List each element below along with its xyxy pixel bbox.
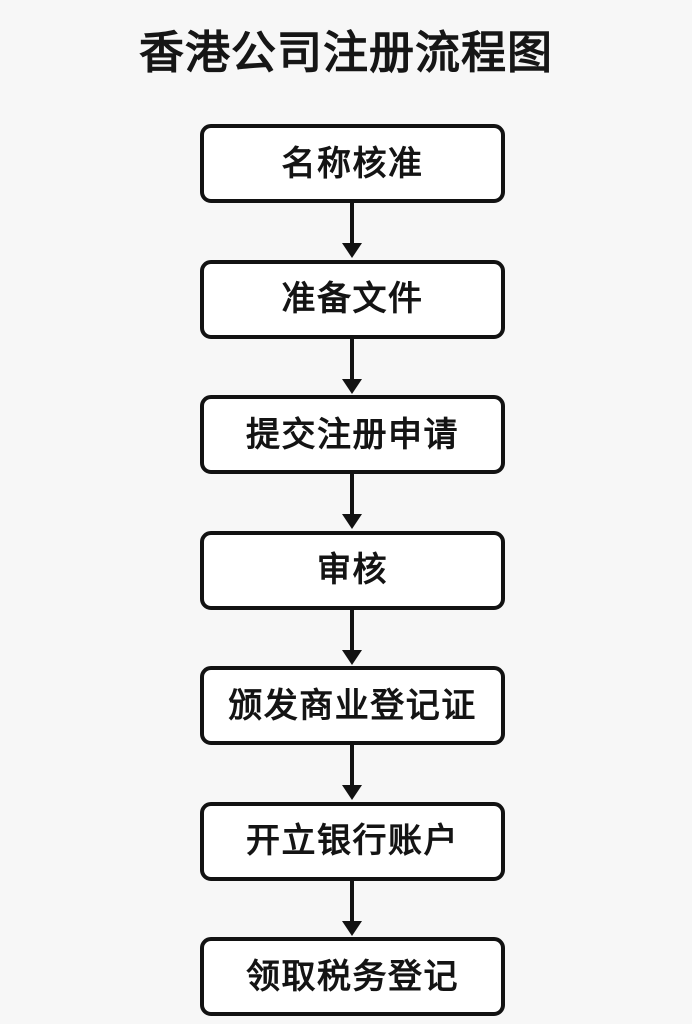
flow-node-label: 审核 bbox=[317, 550, 388, 590]
flow-node-tax-registration[interactable]: 领取税务登记 bbox=[200, 937, 505, 1016]
page-title: 香港公司注册流程图 bbox=[138, 26, 553, 79]
arrow-down-icon bbox=[341, 880, 363, 938]
flow-node-label: 领取税务登记 bbox=[246, 956, 459, 997]
flow-node-label: 开立银行账户 bbox=[246, 821, 459, 861]
flow-step: 领取税务登记 bbox=[0, 937, 692, 1016]
flow-step: 开立银行账户 bbox=[0, 801, 692, 938]
arrow-down-icon bbox=[341, 745, 363, 802]
flow-node-issue-business-registration[interactable]: 颁发商业登记证 bbox=[200, 666, 505, 745]
flow-node-review[interactable]: 审核 bbox=[200, 530, 505, 610]
arrow-down-icon bbox=[341, 474, 363, 531]
flow-node-label: 准备文件 bbox=[281, 279, 424, 319]
flow-node-submit-application[interactable]: 提交注册申请 bbox=[200, 395, 505, 474]
flow-node-label: 名称核准 bbox=[281, 143, 424, 184]
flow-node-open-bank-account[interactable]: 开立银行账户 bbox=[200, 801, 505, 881]
flow-step: 名称核准 bbox=[0, 124, 692, 260]
arrow-down-icon bbox=[341, 338, 363, 396]
flow-step: 准备文件 bbox=[0, 259, 692, 396]
flow-step: 提交注册申请 bbox=[0, 395, 692, 531]
flow-step: 审核 bbox=[0, 530, 692, 667]
flow-step: 颁发商业登记证 bbox=[0, 666, 692, 802]
flowchart-node-stack: 名称核准 准备文件 提交注册申请 bbox=[0, 124, 692, 1016]
flow-node-label: 颁发商业登记证 bbox=[228, 685, 477, 726]
arrow-down-icon bbox=[341, 203, 363, 260]
flow-node-prepare-documents[interactable]: 准备文件 bbox=[200, 259, 505, 339]
flow-node-label: 提交注册申请 bbox=[246, 414, 459, 455]
arrow-down-icon bbox=[341, 609, 363, 667]
flow-node-name-approval[interactable]: 名称核准 bbox=[200, 124, 505, 203]
